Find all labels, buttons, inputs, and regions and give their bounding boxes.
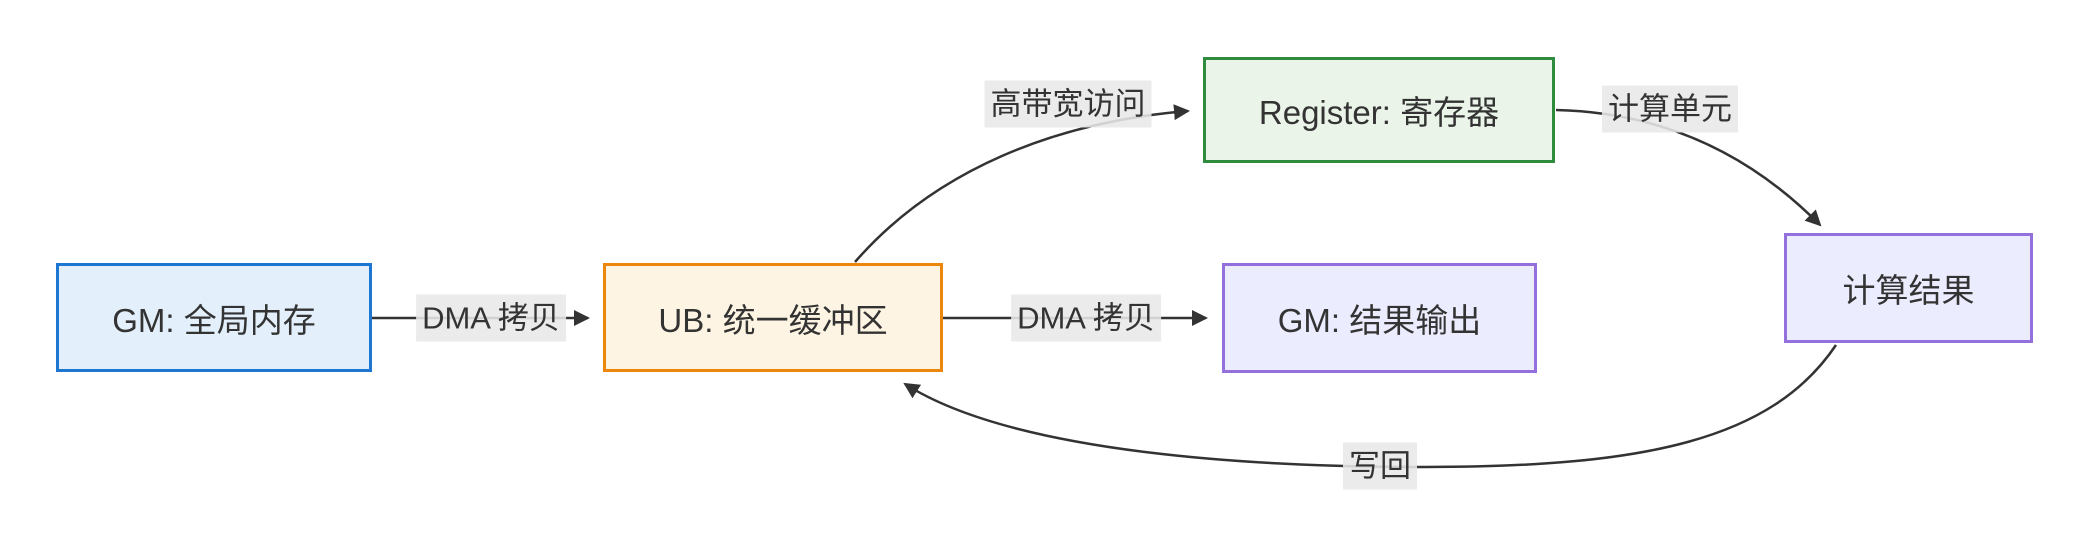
edge-label-dma-copy-1: DMA 拷贝 — [416, 294, 566, 342]
edge-label-write-back: 写回 — [1343, 442, 1417, 490]
edge-label-dma-copy-2: DMA 拷贝 — [1011, 294, 1161, 342]
edge-result-to-ub-writeback — [903, 344, 1838, 469]
node-label: GM: 结果输出 — [1277, 302, 1482, 339]
edge-label-high-bandwidth-access: 高带宽访问 — [984, 80, 1152, 128]
edge-ub-to-register — [854, 104, 1190, 263]
node-gm-global-memory: GM: 全局内存 — [56, 263, 372, 372]
node-compute-result: 计算结果 — [1784, 233, 2033, 343]
edge-register-to-result — [1555, 108, 1822, 227]
node-gm-result-output: GM: 结果输出 — [1222, 263, 1537, 373]
edge-label-compute-unit: 计算单元 — [1602, 85, 1738, 133]
node-register: Register: 寄存器 — [1203, 57, 1555, 163]
node-label: 计算结果 — [1842, 272, 1975, 309]
node-ub-unified-buffer: UB: 统一缓冲区 — [603, 263, 943, 372]
node-label: UB: 统一缓冲区 — [658, 301, 888, 339]
node-label: GM: 全局内存 — [112, 301, 316, 339]
node-label: Register: 寄存器 — [1258, 94, 1500, 131]
